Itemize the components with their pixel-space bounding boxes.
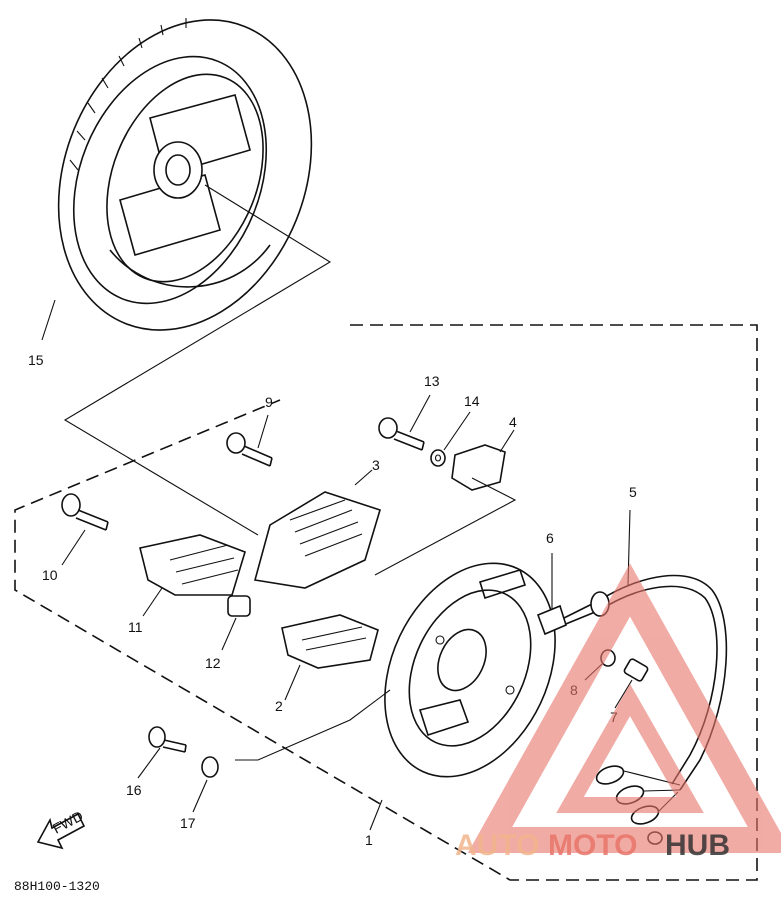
callout-2: 2 — [275, 698, 283, 714]
watermark-auto: AUTO — [455, 829, 539, 862]
leader-7 — [614, 679, 633, 709]
callout-6: 6 — [546, 530, 554, 546]
callout-13: 13 — [424, 373, 440, 389]
callout-3: 3 — [372, 457, 380, 473]
callout-9: 9 — [265, 394, 273, 410]
flywheel-rotor-icon — [57, 18, 313, 331]
watermark-moto: MOTO — [548, 829, 637, 862]
spacer-12-icon — [227, 595, 251, 617]
leader-17 — [192, 779, 208, 813]
leader-14 — [443, 411, 471, 451]
leader-12 — [221, 617, 237, 651]
fwd-arrow-icon: FWD — [36, 808, 86, 850]
callout-5: 5 — [629, 484, 637, 500]
part-6-icon — [536, 604, 567, 636]
figure-code: 88H100-1320 — [14, 879, 100, 894]
leader-16 — [137, 747, 161, 779]
leader-15-bracket — [63, 184, 332, 536]
callout-10: 10 — [42, 567, 58, 583]
callout-12: 12 — [205, 655, 221, 671]
coil-11-icon — [139, 534, 246, 596]
stator-base-plate-icon — [384, 562, 556, 778]
leader-11 — [142, 587, 163, 617]
watermark-hub: HUB — [665, 829, 730, 862]
charge-coil-3-icon — [253, 469, 381, 589]
leader-13 — [409, 394, 431, 433]
leader-10 — [61, 529, 86, 566]
bolt-13-icon — [378, 417, 425, 451]
leader-9 — [257, 414, 269, 449]
washer-17-icon — [201, 756, 219, 778]
callout-4: 4 — [509, 414, 517, 430]
leader-2 — [284, 664, 301, 701]
callout-17: 17 — [180, 815, 196, 831]
bracket-lines-upper — [374, 477, 517, 576]
assembly-boundary — [14, 324, 758, 881]
watermark-logo — [467, 563, 781, 853]
nut-7-icon — [623, 658, 649, 682]
part-4-icon — [451, 444, 506, 491]
watermark-triangle — [467, 563, 781, 853]
pulser-coil-2-icon — [281, 614, 379, 669]
leader-1 — [369, 799, 383, 831]
bolt-10-icon — [61, 493, 109, 531]
leader-15 — [41, 299, 56, 341]
watermark-triangle-inner — [556, 683, 704, 813]
bolt-9-icon — [226, 432, 273, 467]
callout-15: 15 — [28, 352, 44, 368]
washer-14-icon — [430, 449, 446, 467]
watermark-text: AUTO MOTO HUB — [455, 829, 730, 862]
callout-11: 11 — [128, 619, 143, 635]
bracket-lines — [235, 689, 391, 761]
leader-4 — [499, 429, 515, 453]
callout-16: 16 — [126, 782, 142, 798]
callout-14: 14 — [464, 393, 480, 409]
screw-16-icon — [148, 726, 187, 753]
callout-1: 1 — [365, 832, 373, 848]
